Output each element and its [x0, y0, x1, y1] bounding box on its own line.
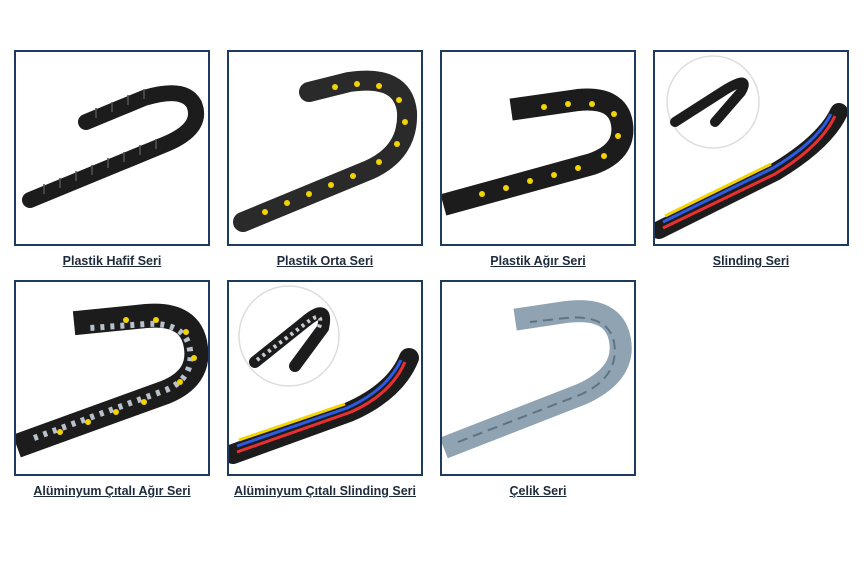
steel-chain-icon — [442, 300, 632, 459]
product-label[interactable]: Slinding Seri — [712, 254, 790, 268]
product-label[interactable]: Plastik Orta Seri — [276, 254, 374, 268]
product-card-plastik-orta[interactable]: Plastik Orta Seri — [227, 50, 423, 268]
product-image-link[interactable] — [14, 50, 210, 246]
plastic-light-chain-icon — [22, 85, 204, 208]
product-image-link[interactable] — [440, 50, 636, 246]
product-image-link[interactable] — [227, 50, 423, 246]
aluminium-bar-sliding-chain-icon — [229, 285, 419, 464]
plastic-medium-chain-icon — [233, 70, 418, 232]
product-card-aluminyum-agir[interactable]: Alüminyum Çıtalı Ağır Seri — [14, 280, 210, 498]
product-label[interactable]: Alüminyum Çıtalı Ağır Seri — [33, 484, 191, 498]
product-card-slinding[interactable]: Slinding Seri — [653, 50, 849, 268]
product-label[interactable]: Çelik Seri — [509, 484, 567, 498]
product-card-plastik-agir[interactable]: Plastik Ağır Seri — [440, 50, 636, 268]
aluminium-bar-heavy-chain-icon — [16, 303, 208, 458]
product-label[interactable]: Plastik Hafif Seri — [62, 254, 162, 268]
product-label[interactable]: Alüminyum Çıtalı Slinding Seri — [234, 484, 416, 498]
product-card-plastik-hafif[interactable]: Plastik Hafif Seri — [14, 50, 210, 268]
product-image-link[interactable] — [227, 280, 423, 476]
product-card-celik[interactable]: Çelik Seri — [440, 280, 636, 498]
plastic-heavy-chain-icon — [442, 88, 634, 216]
sliding-chain-icon — [655, 55, 847, 239]
product-image-link[interactable] — [440, 280, 636, 476]
product-label[interactable]: Plastik Ağır Seri — [490, 254, 586, 268]
product-card-aluminyum-slinding[interactable]: Alüminyum Çıtalı Slinding Seri — [227, 280, 423, 498]
product-image-link[interactable] — [14, 280, 210, 476]
product-image-link[interactable] — [653, 50, 849, 246]
